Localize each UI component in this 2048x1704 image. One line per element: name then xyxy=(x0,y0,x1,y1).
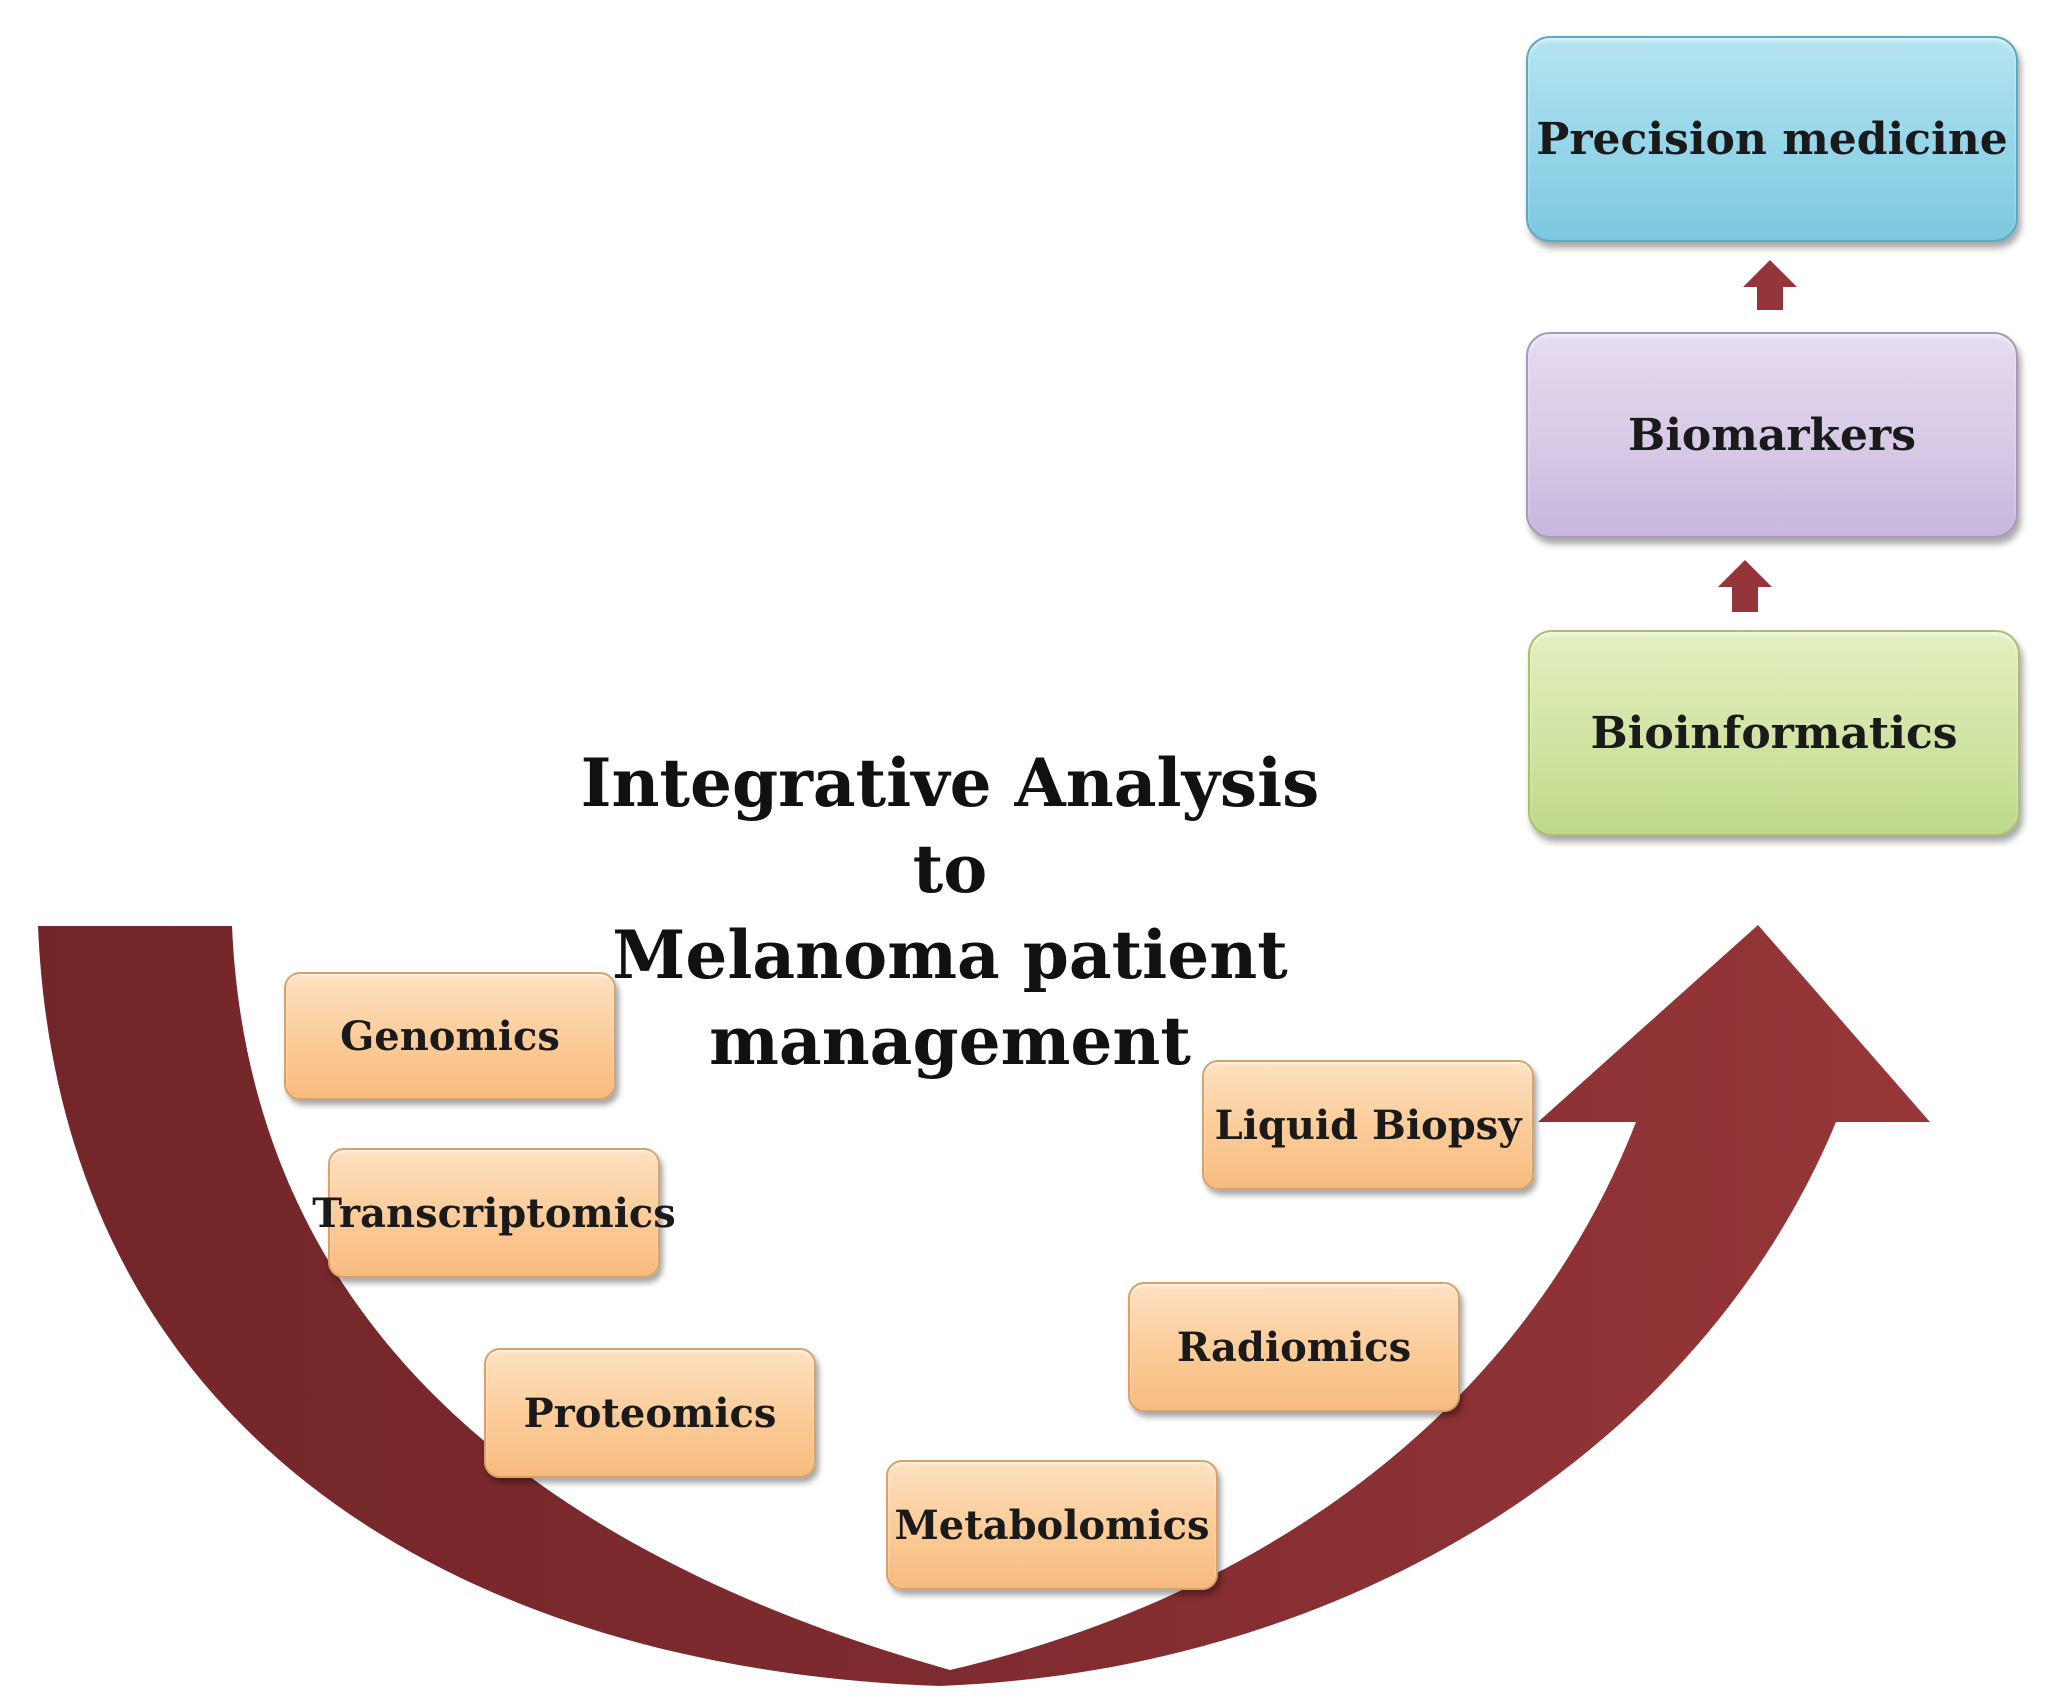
up-arrow-2 xyxy=(1743,260,1797,310)
bioinformatics-box: Bioinformatics xyxy=(1528,630,2020,836)
radiomics-box: Radiomics xyxy=(1128,1282,1460,1412)
title-line-3: management xyxy=(709,1002,1191,1080)
up-arrow-1 xyxy=(1718,560,1772,612)
genomics-box: Genomics xyxy=(284,972,616,1100)
transcriptomics-label: Transcriptomics xyxy=(312,1189,676,1237)
liquid-biopsy-box: Liquid Biopsy xyxy=(1202,1060,1534,1190)
metabolomics-box: Metabolomics xyxy=(886,1460,1218,1590)
transcriptomics-box: Transcriptomics xyxy=(312,1148,676,1278)
liquid-biopsy-label: Liquid Biopsy xyxy=(1214,1101,1522,1149)
bioinformatics-label: Bioinformatics xyxy=(1590,707,1958,759)
diagram-title: Integrative Analysis to Melanoma patient… xyxy=(540,740,1360,1084)
metabolomics-label: Metabolomics xyxy=(894,1501,1210,1549)
precision-medicine-label: Precision medicine xyxy=(1536,113,2008,165)
proteomics-label: Proteomics xyxy=(523,1389,777,1437)
precision-medicine-box: Precision medicine xyxy=(1526,36,2018,242)
biomarkers-box: Biomarkers xyxy=(1526,332,2018,538)
title-line-2: Melanoma patient xyxy=(612,916,1288,994)
curved-arrow xyxy=(38,925,1930,1686)
proteomics-box: Proteomics xyxy=(484,1348,816,1478)
biomarkers-label: Biomarkers xyxy=(1628,409,1916,461)
genomics-label: Genomics xyxy=(340,1012,560,1060)
title-line-1: Integrative Analysis to xyxy=(580,744,1320,908)
radiomics-label: Radiomics xyxy=(1176,1323,1412,1371)
